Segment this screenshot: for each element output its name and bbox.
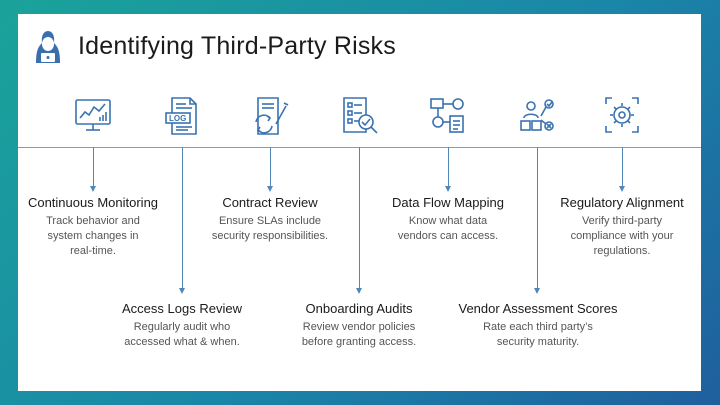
log-file-icon: LOG bbox=[162, 94, 202, 138]
contract-cycle-icon bbox=[250, 94, 290, 138]
arrow-5 bbox=[445, 186, 451, 192]
item-vendor-assessment-scores: Vendor Assessment Scores Rate each third… bbox=[442, 301, 634, 350]
data-flow-icon bbox=[428, 94, 468, 138]
connector-3 bbox=[270, 147, 271, 189]
connector-1 bbox=[93, 147, 94, 189]
arrow-1 bbox=[90, 186, 96, 192]
arrow-4 bbox=[356, 288, 362, 294]
item-continuous-monitoring: Continuous Monitoring Track behavior and… bbox=[3, 195, 183, 259]
monitor-chart-icon bbox=[73, 94, 113, 138]
arrow-2 bbox=[179, 288, 185, 294]
item-heading: Onboarding Audits bbox=[305, 301, 413, 316]
item-heading: Continuous Monitoring bbox=[27, 195, 159, 210]
item-heading: Access Logs Review bbox=[122, 301, 242, 316]
connector-4 bbox=[359, 147, 360, 291]
svg-text:LOG: LOG bbox=[169, 114, 186, 123]
audit-document-icon bbox=[340, 94, 380, 138]
page-title: Identifying Third-Party Risks bbox=[78, 31, 396, 60]
compliance-gear-icon bbox=[602, 94, 642, 138]
arrow-6 bbox=[534, 288, 540, 294]
item-onboarding-audits: Onboarding Audits Review vendor policies… bbox=[269, 301, 449, 350]
arrow-3 bbox=[267, 186, 273, 192]
hacker-icon bbox=[36, 31, 60, 63]
item-heading: Vendor Assessment Scores bbox=[458, 301, 618, 316]
connector-5 bbox=[448, 147, 449, 189]
connector-6 bbox=[537, 147, 538, 291]
arrow-7 bbox=[619, 186, 625, 192]
item-heading: Contract Review bbox=[222, 195, 318, 210]
connector-7 bbox=[622, 147, 623, 189]
slide: Identifying Third-Party Risks LOG bbox=[18, 14, 701, 391]
item-heading: Regulatory Alignment bbox=[560, 195, 684, 210]
item-heading: Data Flow Mapping bbox=[392, 195, 504, 210]
connector-2 bbox=[182, 147, 183, 291]
assessment-cubes-icon bbox=[517, 94, 557, 138]
title-row: Identifying Third-Party Risks bbox=[32, 26, 396, 66]
